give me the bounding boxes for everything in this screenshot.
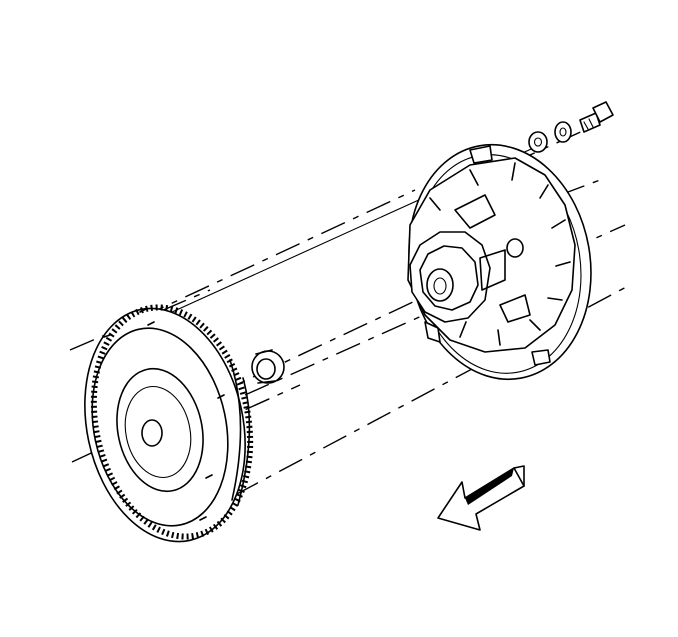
flywheel [84,304,254,543]
ring-gear-teeth [90,304,254,540]
pilot-spacer [251,349,285,384]
washers [528,121,572,153]
torque-converter-plate [407,143,592,381]
direction-arrow [437,465,525,531]
bolt [579,101,614,133]
flywheel-center-hole [141,419,163,447]
converter-hub-bore [426,268,454,302]
